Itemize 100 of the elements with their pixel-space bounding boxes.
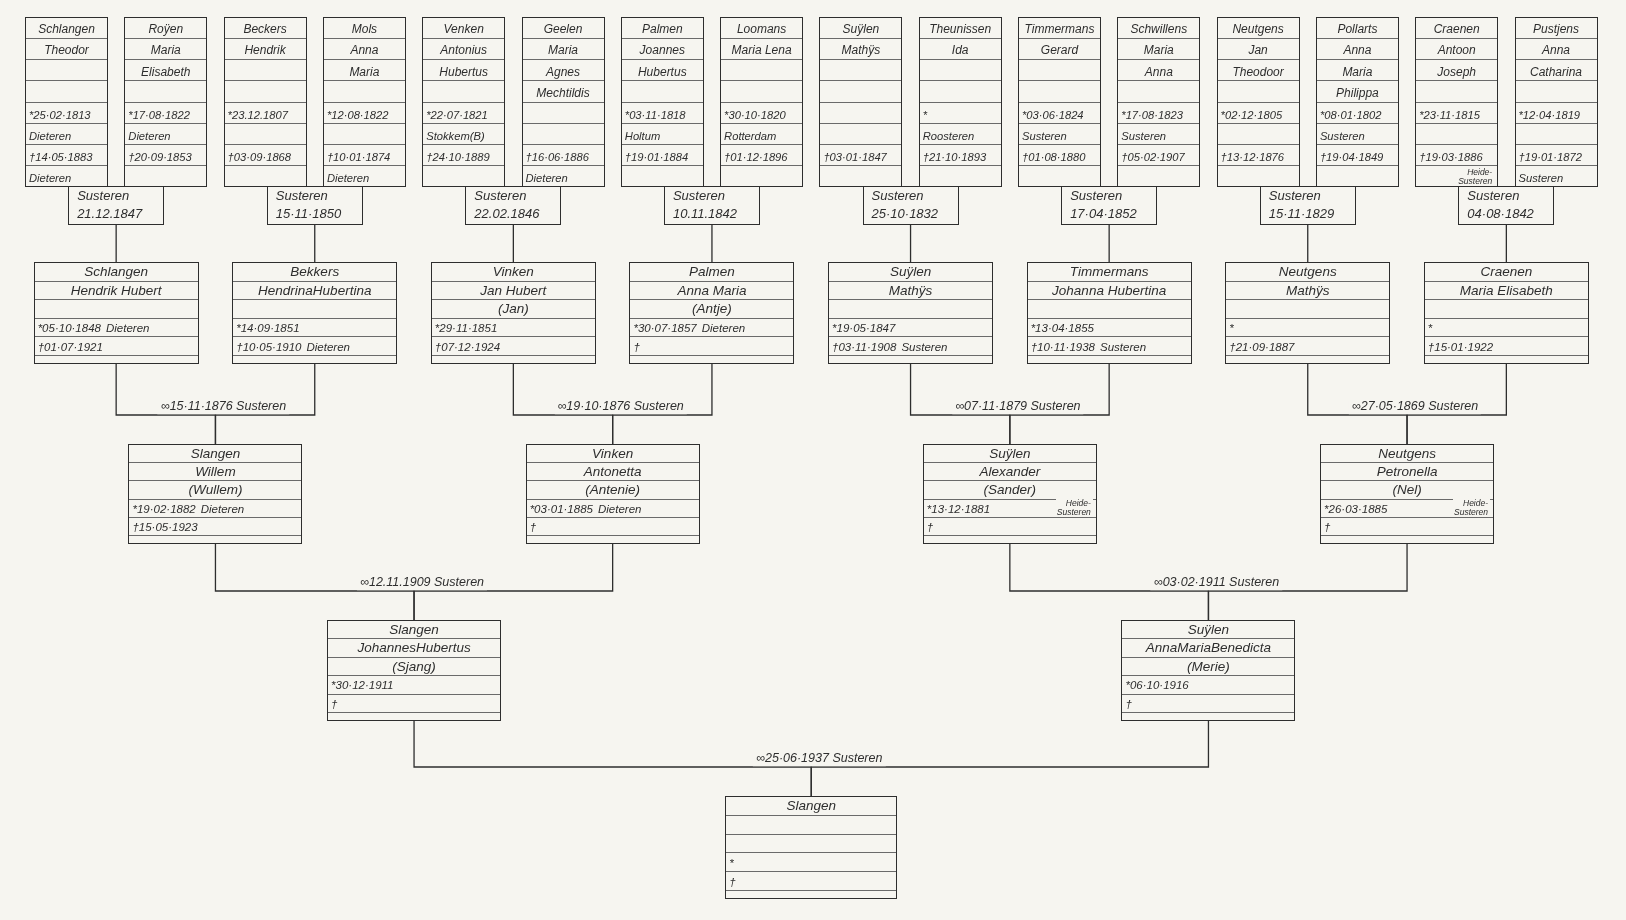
person-record-box xyxy=(1225,262,1391,364)
birth-date-text: *29·11·1851 xyxy=(434,322,498,336)
birth-date-text: *12·04·1819 xyxy=(1518,108,1581,122)
death-date-text: †21·10·1893 xyxy=(922,151,987,164)
nickname-text: (Merie) xyxy=(1187,658,1230,675)
given-names-text: Alexander xyxy=(979,463,1041,480)
given-name-text: Gerard xyxy=(1040,44,1079,59)
connector-line xyxy=(1406,363,1507,445)
person-record-box xyxy=(128,444,303,544)
birth-date-text: *12·08·1822 xyxy=(326,108,389,122)
given-name-text: Hendrik xyxy=(244,44,286,59)
surname-text: Pollarts xyxy=(1337,23,1378,38)
birthplace-text: Dieteren xyxy=(597,502,642,516)
death-date-text: †10·01·1874 xyxy=(326,151,391,164)
birthplace-text: Stokkem(B) xyxy=(426,129,485,143)
connector-line xyxy=(1307,224,1309,263)
surname-text: Palmen xyxy=(689,264,735,280)
death-date-text: †19·01·1872 xyxy=(1518,151,1582,164)
death-place-text: Susteren xyxy=(1100,340,1147,354)
person-record-box xyxy=(25,17,108,187)
nickname-text: (Jan) xyxy=(497,301,529,317)
person-record-box xyxy=(322,17,406,187)
birth-date-text: *30·07·1857 xyxy=(633,322,697,336)
surname-text: Craenen xyxy=(1480,264,1533,280)
birth-date-text: *03·11·1818 xyxy=(624,108,686,122)
death-date-text: †21·09·1887 xyxy=(1229,340,1295,354)
marriage-date-text: 21.12.1847 xyxy=(77,207,143,223)
surname-text: Suÿlen xyxy=(889,264,932,280)
marriage-record-box xyxy=(1061,186,1158,225)
person-record-box xyxy=(629,262,795,364)
connector-line xyxy=(115,224,117,263)
connector-line xyxy=(909,224,912,263)
birth-date-text: *08·01·1802 xyxy=(1319,108,1382,122)
marriage-place-text: Susteren xyxy=(474,188,527,204)
death-date-text: †01·12·1896 xyxy=(724,151,788,164)
connector-line xyxy=(711,224,713,263)
death-date-text: †16·06·1886 xyxy=(525,151,589,164)
surname-text: Neutgens xyxy=(1378,445,1436,462)
person-record-box xyxy=(422,17,506,187)
marriage-place-text: Susteren xyxy=(672,188,725,204)
connector-line xyxy=(1505,224,1507,263)
death-date-text: †01·07·1921 xyxy=(37,340,103,354)
given-name-text: Maria xyxy=(349,65,380,80)
person-record-box xyxy=(327,620,502,721)
surname-text: Suÿlen xyxy=(1187,621,1230,638)
given-name-text: Anna xyxy=(350,44,379,59)
marriage-date-text: 22.02.1846 xyxy=(474,207,540,223)
person-record-box xyxy=(1423,262,1589,364)
death-place-text: Dieteren xyxy=(306,340,350,354)
given-name-text: Jan xyxy=(1248,44,1268,59)
marriage-record-box xyxy=(1259,186,1356,225)
death-date-text: † xyxy=(729,875,736,889)
birth-date-text: *25·02·1813 xyxy=(29,108,91,122)
death-date-text: †03·01·1847 xyxy=(823,151,887,164)
marriage-place-text: Susteren xyxy=(1070,188,1123,204)
death-date-text: †03·09·1868 xyxy=(227,151,292,164)
surname-text: Timmermans xyxy=(1024,23,1095,38)
surname-text: Slangen xyxy=(190,445,241,462)
marriage-place-text: Susteren xyxy=(77,188,130,204)
death-date-text: †14·05·1883 xyxy=(29,151,93,164)
given-name-text: Agnes xyxy=(546,65,580,80)
connector-line xyxy=(314,224,316,263)
death-date-text: †19·01·1884 xyxy=(624,151,689,164)
surname-text: Suÿlen xyxy=(989,445,1031,462)
given-names-text: Petronella xyxy=(1376,463,1438,480)
birth-date-text: *17·08·1823 xyxy=(1121,108,1183,122)
surname-text: Geelen xyxy=(543,23,583,38)
nickname-text: (Antenie) xyxy=(585,482,641,498)
given-name-text: Mechtildis xyxy=(536,86,590,101)
marriage-record-box xyxy=(1458,186,1555,225)
given-name-text: Theodoor xyxy=(1232,65,1284,80)
person-record-box xyxy=(1315,17,1399,187)
surname-text: Suÿlen xyxy=(842,23,880,38)
birth-date-text: *05·10·1848 xyxy=(37,322,101,336)
person-record-box xyxy=(1026,262,1192,364)
surname-text: Roÿen xyxy=(148,23,184,38)
death-date-text: †07·12·1924 xyxy=(434,340,501,354)
birth-date-text: *13·04·1855 xyxy=(1030,322,1094,336)
surname-text: Craenen xyxy=(1433,23,1480,38)
death-date-text: †10·11·1938 xyxy=(1030,340,1095,354)
given-name-text: Ida xyxy=(951,44,969,59)
marriage-place-text: Susteren xyxy=(1268,188,1321,204)
connector-line xyxy=(512,224,514,263)
birthplace-text: Holtum xyxy=(624,129,661,143)
marriage-date-text: 15·11·1829 xyxy=(1268,207,1335,223)
birthplace-text: Dieteren xyxy=(200,502,245,516)
given-names-text: Willem xyxy=(195,463,236,480)
person-record-box xyxy=(33,262,199,364)
birth-date-text: *19·05·1847 xyxy=(832,322,896,336)
birthplace-text: Heide- Susteren xyxy=(1453,498,1491,517)
person-record-box xyxy=(819,17,903,187)
birth-date-text: * xyxy=(729,856,734,871)
person-record-box xyxy=(1320,444,1495,544)
person-record-box xyxy=(430,262,596,364)
person-record-box xyxy=(223,17,307,187)
marriage-date-text: 15·11·1850 xyxy=(275,207,342,223)
marriage-place-text: Susteren xyxy=(1467,188,1520,204)
birthplace-text: Dieteren xyxy=(128,129,171,143)
given-name-text: Maria xyxy=(150,44,181,59)
surname-text: Slangen xyxy=(389,621,439,638)
